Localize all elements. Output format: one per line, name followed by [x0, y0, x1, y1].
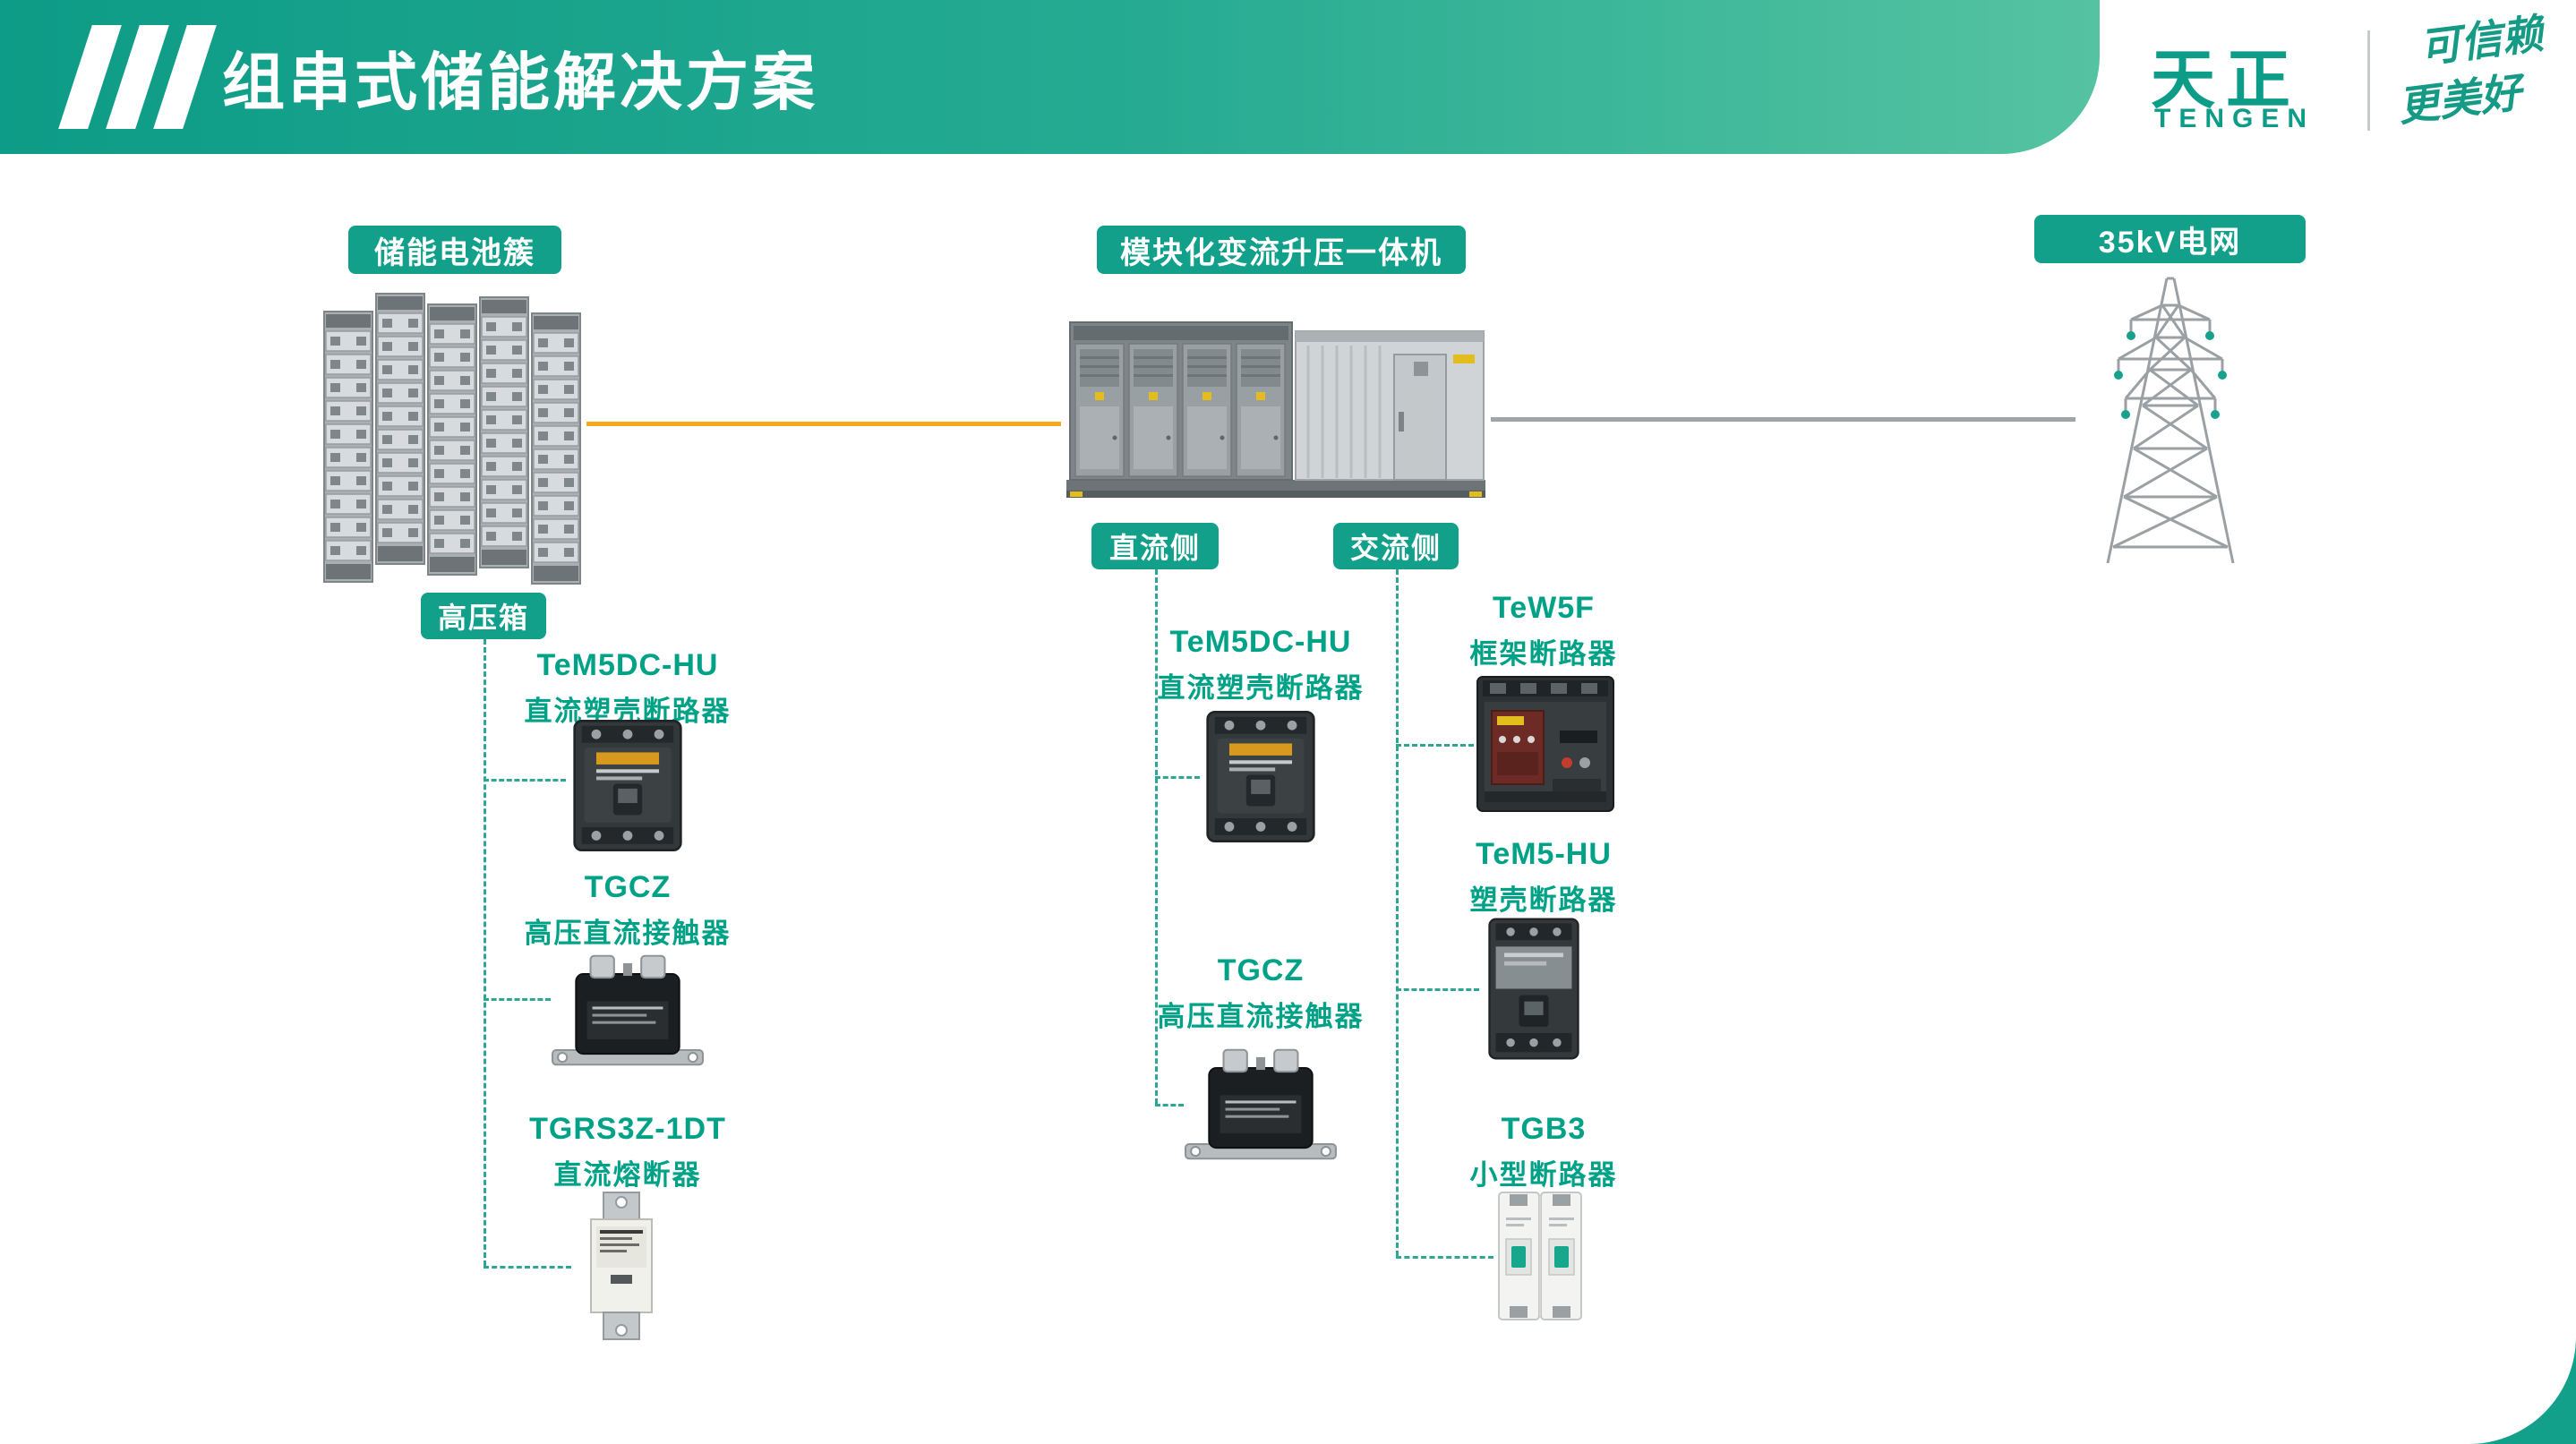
- badge-converter: 模块化变流升压一体机: [1097, 226, 1466, 274]
- ac-link-line: [1491, 417, 2075, 422]
- product-desc: 高压直流接触器: [524, 918, 732, 949]
- product-hvbox-3: TGRS3Z-1DT 直流熔断器: [466, 1112, 789, 1192]
- dashed-connector: [1396, 569, 1399, 1256]
- product-desc: 直流塑壳断路器: [1157, 672, 1365, 704]
- product-hvbox-2: TGCZ 高压直流接触器: [466, 870, 789, 951]
- product-model: TGRS3Z-1DT: [529, 1112, 726, 1146]
- product-hvbox-1: TeM5DC-HU 直流塑壳断路器: [466, 648, 789, 729]
- dashed-connector: [484, 1266, 571, 1269]
- mccb-ac-product-image: [1479, 915, 1588, 1063]
- dashed-connector: [1155, 776, 1200, 779]
- product-model: TeM5-HU: [1476, 837, 1612, 871]
- page-title: 组串式储能解决方案: [222, 47, 818, 117]
- converter-station-illustration: [1061, 295, 1491, 503]
- product-model: TeM5DC-HU: [1169, 625, 1352, 659]
- product-acside-2: TeM5-HU 塑壳断路器: [1382, 837, 1705, 918]
- dc-contactor-product-image: [551, 947, 705, 1072]
- product-desc: 小型断路器: [1469, 1159, 1618, 1191]
- product-dcside-2: TGCZ 高压直流接触器: [1100, 953, 1422, 1034]
- dc-link-line: [586, 422, 1061, 426]
- product-acside-3: TGB3 小型断路器: [1382, 1112, 1705, 1192]
- mccb-dc-product-image: [1200, 707, 1322, 846]
- product-acside-1: TeW5F 框架断路器: [1382, 591, 1705, 671]
- dashed-connector: [1396, 1256, 1493, 1259]
- dashed-connector: [484, 998, 551, 1001]
- badge-battery-cluster: 储能电池簇: [348, 226, 561, 274]
- product-desc: 塑壳断路器: [1469, 884, 1618, 916]
- dc-contactor-product-image: [1184, 1038, 1338, 1169]
- dashed-connector: [484, 779, 566, 782]
- brand-logo-en: TENGEN: [2154, 104, 2315, 133]
- mcb-product-image: [1493, 1189, 1587, 1323]
- dashed-connector: [484, 639, 486, 1266]
- product-desc: 直流熔断器: [553, 1159, 702, 1191]
- brand-divider: [2367, 30, 2370, 131]
- product-model: TGCZ: [584, 870, 672, 904]
- dashed-connector: [1155, 1104, 1184, 1106]
- product-desc: 框架断路器: [1469, 638, 1618, 670]
- product-dcside-1: TeM5DC-HU 直流塑壳断路器: [1100, 625, 1422, 705]
- dashed-connector: [1155, 569, 1158, 1104]
- product-model: TeM5DC-HU: [536, 648, 719, 682]
- brand-slogan: 可信赖 更美好: [2386, 2, 2576, 135]
- dashed-connector: [1396, 744, 1474, 747]
- badge-dc-side: 直流侧: [1091, 523, 1219, 569]
- dc-fuse-product-image: [571, 1191, 672, 1341]
- frame-breaker-product-image: [1474, 671, 1617, 816]
- header-bar: [0, 0, 2100, 154]
- brand-logo-cn: 天正: [2151, 45, 2302, 116]
- dashed-connector: [1396, 988, 1479, 991]
- transmission-tower-illustration: [2077, 273, 2270, 570]
- battery-rack-illustration: [322, 286, 582, 586]
- badge-ac-side: 交流侧: [1333, 523, 1459, 569]
- product-model: TeW5F: [1493, 591, 1595, 625]
- product-model: TGCZ: [1217, 953, 1305, 987]
- product-model: TGB3: [1501, 1112, 1587, 1146]
- product-desc: 高压直流接触器: [1157, 1001, 1365, 1032]
- badge-grid: 35kV电网: [2034, 215, 2306, 263]
- badge-hv-box: 高压箱: [421, 593, 546, 639]
- mccb-dc-product-image: [566, 716, 689, 855]
